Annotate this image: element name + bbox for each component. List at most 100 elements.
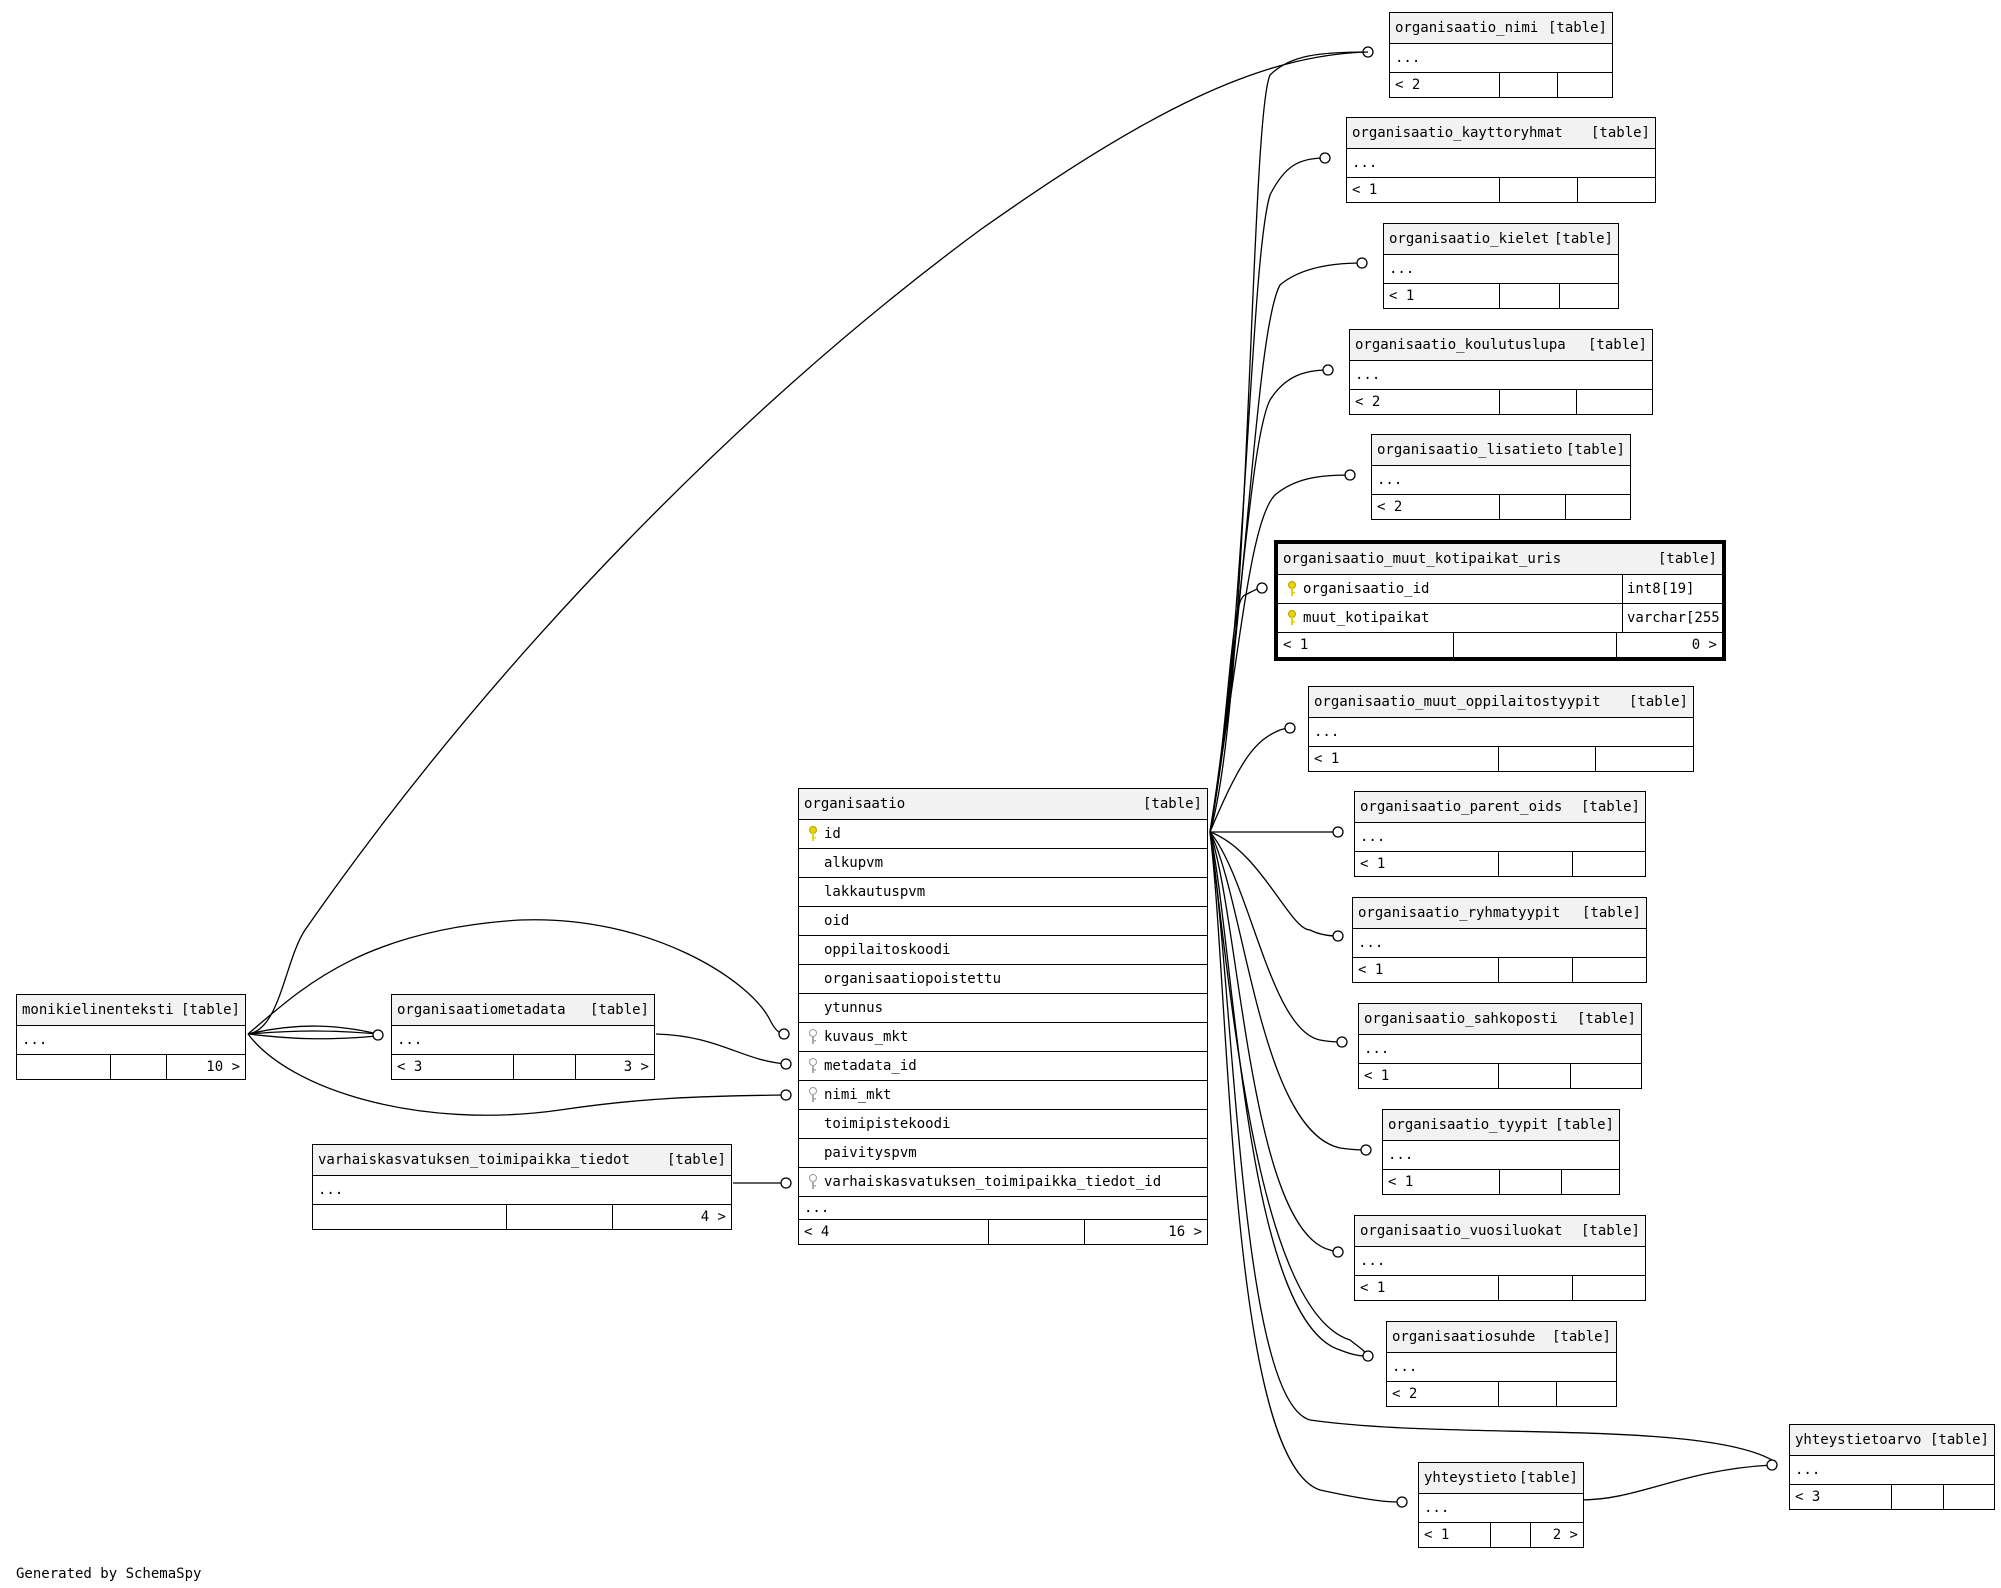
column-name: nimi_mkt	[824, 1087, 892, 1103]
table-name: organisaatio_vuosiluokat	[1360, 1223, 1563, 1239]
edge-organisaatio-yhteystieto	[1209, 831, 1403, 1503]
parent-count: < 1	[1419, 1523, 1491, 1547]
table-tag: [table]	[1581, 905, 1641, 921]
primary-key-icon	[804, 826, 822, 842]
column-type: varchar[255]	[1622, 604, 1722, 632]
child-count	[1557, 1382, 1616, 1406]
edge-monikielinenteksti-nimi-mkt	[247, 1033, 787, 1116]
column-name: kuvaus_mkt	[824, 1029, 909, 1045]
table-organisaatio[interactable]: organisaatio[table] id alkupvm lakkautus…	[798, 788, 1208, 1245]
table-organisaatiosuhde[interactable]: organisaatiosuhde[table] ... < 2	[1386, 1321, 1617, 1407]
table-monikielinenteksti[interactable]: monikielinenteksti [table] ... 10 >	[16, 994, 246, 1080]
table-tag: [table]	[1628, 694, 1688, 710]
parent-count	[313, 1205, 507, 1229]
child-count: 3 >	[623, 1059, 649, 1075]
table-tag: [table]	[1590, 125, 1650, 141]
edge-organisaatio-vuosiluokat	[1209, 831, 1339, 1253]
child-count	[1944, 1485, 1994, 1509]
edge-end-organisaatio-kayttoryhmat	[1319, 152, 1331, 164]
table-name: varhaiskasvatuksen_toimipaikka_tiedot	[318, 1152, 630, 1168]
more-columns: ...	[1360, 1253, 1386, 1269]
edge-organisaatio-lisatieto	[1209, 474, 1351, 833]
edge-organisaatiosuhde-a	[1209, 831, 1369, 1357]
table-organisaatio-ryhmatyypit[interactable]: organisaatio_ryhmatyypit[table] ... < 1	[1352, 897, 1647, 983]
child-count	[1560, 284, 1618, 308]
edge-organisaatio-tyypit	[1209, 831, 1367, 1151]
table-organisaatio-kayttoryhmat[interactable]: organisaatio_kayttoryhmat[table] ... < 1	[1346, 117, 1656, 203]
column-name: alkupvm	[824, 855, 884, 871]
edge-organisaatiosuhde-b	[1209, 831, 1369, 1357]
column-name: metadata_id	[824, 1058, 917, 1074]
table-tag: [table]	[1580, 799, 1640, 815]
child-count: 0 >	[1691, 637, 1717, 653]
child-count	[1573, 1276, 1645, 1300]
more-columns: ...	[1314, 724, 1340, 740]
parent-count: < 3	[392, 1055, 514, 1079]
parent-count: < 2	[1372, 495, 1500, 519]
more-columns: ...	[318, 1182, 344, 1198]
parent-count: < 1	[1383, 1170, 1500, 1194]
table-organisaatio-muut-kotipaikat-uris[interactable]: organisaatio_muut_kotipaikat_uris[table]…	[1274, 540, 1726, 661]
parent-count: < 1	[1384, 284, 1500, 308]
table-yhteystietoarvo[interactable]: yhteystietoarvo[table] ... < 3	[1789, 1424, 1995, 1510]
more-columns: ...	[1364, 1041, 1390, 1057]
column-name: ytunnus	[824, 1000, 884, 1016]
column-name: organisaatio_id	[1303, 581, 1430, 597]
edge-organisaatio-yhteystietoarvo	[1209, 831, 1773, 1461]
edge-monikielinenteksti-metadata-c	[247, 1025, 379, 1035]
table-tag: [table]	[1929, 1432, 1989, 1448]
more-columns: ...	[22, 1032, 48, 1048]
table-organisaatio-koulutuslupa[interactable]: organisaatio_koulutuslupa[table] ... < 2	[1349, 329, 1653, 415]
foreign-key-icon	[804, 1087, 822, 1103]
edge-yhteystieto-yhteystietoarvo	[1579, 1464, 1773, 1501]
edge-end-organisaatiosuhde	[1362, 1350, 1374, 1362]
more-columns: ...	[1424, 1500, 1450, 1516]
table-tag: [table]	[180, 1002, 240, 1018]
edge-end-organisaatio-parent-oids	[1332, 826, 1344, 838]
child-count: 16 >	[1168, 1224, 1202, 1240]
primary-key-icon	[1283, 610, 1301, 626]
column-name: paivityspvm	[824, 1145, 917, 1161]
child-count	[1573, 958, 1646, 982]
table-organisaatio-vuosiluokat[interactable]: organisaatio_vuosiluokat[table] ... < 1	[1354, 1215, 1646, 1301]
column-name: oid	[824, 913, 850, 929]
edge-end-organisaatio-tyypit	[1360, 1144, 1372, 1156]
edge-end-organisaatio-sahkoposti	[1336, 1036, 1348, 1048]
parent-count: < 2	[1387, 1382, 1499, 1406]
child-count: 2 >	[1552, 1527, 1578, 1543]
child-count	[1566, 495, 1630, 519]
parent-count: < 2	[1390, 73, 1500, 97]
edge-end-nimi-mkt	[780, 1089, 792, 1101]
edge-monikielinenteksti-metadata-a	[247, 1030, 379, 1035]
table-organisaatio-kielet[interactable]: organisaatio_kielet[table] ... < 1	[1383, 223, 1619, 309]
primary-key-icon	[1283, 581, 1301, 597]
edge-end-organisaatio-lisatieto	[1344, 469, 1356, 481]
parent-count: < 3	[1790, 1485, 1892, 1509]
more-columns: ...	[1392, 1359, 1418, 1375]
more-columns: ...	[1355, 367, 1381, 383]
table-organisaatio-parent-oids[interactable]: organisaatio_parent_oids[table] ... < 1	[1354, 791, 1646, 877]
table-varhaiskasvatuksen-toimipaikka-tiedot[interactable]: varhaiskasvatuksen_toimipaikka_tiedot[ta…	[312, 1144, 732, 1230]
parent-count: < 4	[799, 1220, 989, 1244]
table-organisaatio-lisatieto[interactable]: organisaatio_lisatieto[table] ... < 2	[1371, 434, 1631, 520]
edge-metadata-metadata-id	[655, 1033, 787, 1065]
table-organisaatio-muut-oppilaitostyypit[interactable]: organisaatio_muut_oppilaitostyypit[table…	[1308, 686, 1694, 772]
table-organisaatio-sahkoposti[interactable]: organisaatio_sahkoposti[table] ... < 1	[1358, 1003, 1642, 1089]
table-tag: [table]	[1547, 20, 1607, 36]
table-name: organisaatio_lisatieto	[1377, 442, 1563, 458]
edge-organisaatio-sahkoposti	[1209, 831, 1343, 1043]
child-count	[1578, 178, 1655, 202]
child-count: 10 >	[206, 1059, 240, 1075]
more-columns: ...	[1358, 935, 1384, 951]
table-organisaatio-nimi[interactable]: organisaatio_nimi[table] ... < 2	[1389, 12, 1613, 98]
child-count	[1573, 852, 1645, 876]
table-name: monikielinenteksti	[22, 1002, 174, 1018]
parent-count: < 1	[1347, 178, 1500, 202]
table-organisaatio-tyypit[interactable]: organisaatio_tyypit[table] ... < 1	[1382, 1109, 1620, 1195]
table-name: organisaatio_koulutuslupa	[1355, 337, 1566, 353]
more-columns: ...	[1389, 261, 1415, 277]
child-count: 4 >	[700, 1209, 726, 1225]
table-name: yhteystieto	[1424, 1470, 1517, 1486]
